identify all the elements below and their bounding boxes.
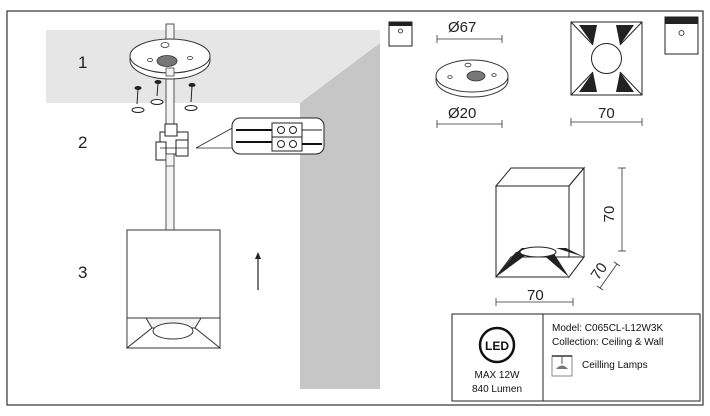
ceiling-mount-icon (388, 21, 413, 47)
terminal-block (155, 123, 189, 167)
dimension-line (436, 120, 503, 128)
step-number: 1 (78, 53, 87, 72)
power-label: MAX 12W (474, 370, 520, 381)
screws (131, 80, 198, 113)
led-badge-label: LED (485, 339, 509, 353)
dimension-line (570, 118, 643, 126)
wall-area (300, 43, 380, 389)
collection-label: Collection: Ceiling & Wall (552, 337, 663, 348)
model-label: Model: C065CL-L12W3K (552, 323, 663, 334)
width-label: 70 (527, 287, 544, 304)
canopy-perspective-view (435, 59, 509, 98)
dimension-line (596, 261, 621, 291)
detail-leader (195, 125, 237, 149)
canopy-diameter-label: Ø67 (448, 19, 476, 36)
connector-detail (231, 117, 325, 155)
canopy-base (129, 38, 211, 80)
step-number: 3 (78, 263, 87, 282)
shade-top-view (570, 21, 643, 96)
depth-label: 70 (588, 260, 611, 283)
shade-isometric-view (494, 166, 586, 279)
step-number: 2 (78, 133, 87, 152)
lumen-label: 840 Lumen (472, 384, 522, 395)
ceiling-mount-icon (664, 16, 699, 55)
top-width-label: 70 (598, 105, 615, 122)
hole-diameter-label: Ø20 (448, 105, 476, 122)
dimension-line (618, 167, 626, 252)
cable-segment (165, 67, 175, 77)
lamp-shade (125, 229, 222, 349)
up-arrow-icon (255, 252, 261, 290)
ceiling-area (46, 30, 380, 103)
dimension-line (436, 35, 503, 43)
ceiling-lamp-icon (551, 355, 573, 377)
height-label: 70 (601, 206, 618, 223)
category-label: Ceilling Lamps (582, 360, 648, 371)
led-badge-icon: LED (478, 326, 516, 364)
outer-frame (6, 10, 704, 406)
dimension-line (495, 298, 574, 306)
